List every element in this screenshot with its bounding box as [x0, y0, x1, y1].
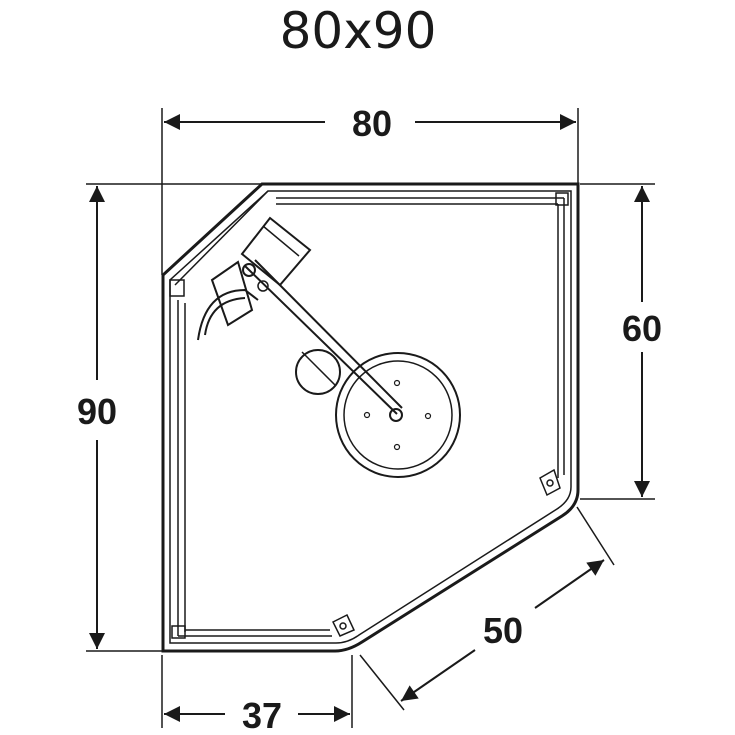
dimension-label-37: 37: [242, 695, 282, 735]
extension-line: [359, 654, 405, 711]
dimension-label-50: 50: [483, 610, 523, 651]
extension-line: [576, 506, 615, 566]
rail-end-cap: [169, 279, 185, 297]
shower-fittings: [197, 216, 461, 478]
shower-tray: [161, 182, 580, 653]
hand-shower-holder-icon: [197, 260, 259, 341]
dimension-height-left: 90: [77, 183, 262, 652]
rail-end-cap: [171, 625, 186, 639]
tray-outer-edge: [161, 182, 580, 653]
shower-head-icon: [335, 352, 461, 478]
dimension-height-right: 60: [580, 183, 662, 500]
tray-inner-edge: [169, 190, 572, 644]
dimension-diagonal: 50: [359, 506, 615, 711]
dimension-line: [534, 559, 605, 609]
dimension-width-bottom: 37: [161, 655, 353, 735]
dimension-line: [400, 649, 476, 702]
dimension-label-80: 80: [352, 103, 392, 144]
diagram-title: 80x90: [280, 2, 437, 60]
dimension-width-top: 80: [161, 103, 579, 275]
dimension-label-90: 90: [77, 391, 117, 432]
hinge-icon: [331, 613, 356, 637]
shower-arm: [242, 259, 403, 415]
hinge-icon: [539, 468, 561, 497]
dimension-label-60: 60: [622, 308, 662, 349]
hand-shower-icon: [295, 349, 341, 395]
corner-rail: [174, 190, 269, 286]
rail-end-cap: [555, 192, 569, 206]
